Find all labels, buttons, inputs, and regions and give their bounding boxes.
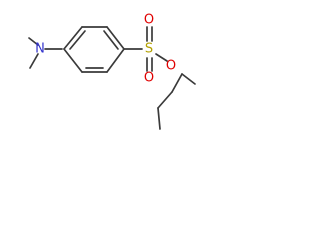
ring-bond-4	[106, 48, 125, 73]
ring-bond-1	[63, 26, 83, 50]
molecule-structure: N S O O O	[28, 13, 196, 130]
ring-double-bond-upper-left	[69, 30, 86, 50]
atom-nitrogen: N	[35, 42, 45, 57]
atom-oxygen-ester: O	[166, 59, 176, 74]
atom-oxygen-bottom: O	[144, 71, 154, 86]
bond-s-o-ester	[155, 53, 168, 62]
ring-double-bond-right	[103, 30, 119, 50]
bond-n-methyl-upper	[28, 37, 39, 46]
bond-ch-methyl	[181, 73, 196, 85]
ring-bond-3	[106, 26, 125, 50]
atom-oxygen-top: O	[144, 13, 154, 28]
bond-ch2-ch3	[157, 107, 161, 130]
bond-n-methyl-lower	[29, 53, 39, 69]
atom-sulfur: S	[145, 42, 153, 57]
bond-o-ch	[171, 73, 183, 93]
bond-ch-ch2	[157, 91, 173, 109]
ring-bond-6	[63, 48, 83, 73]
